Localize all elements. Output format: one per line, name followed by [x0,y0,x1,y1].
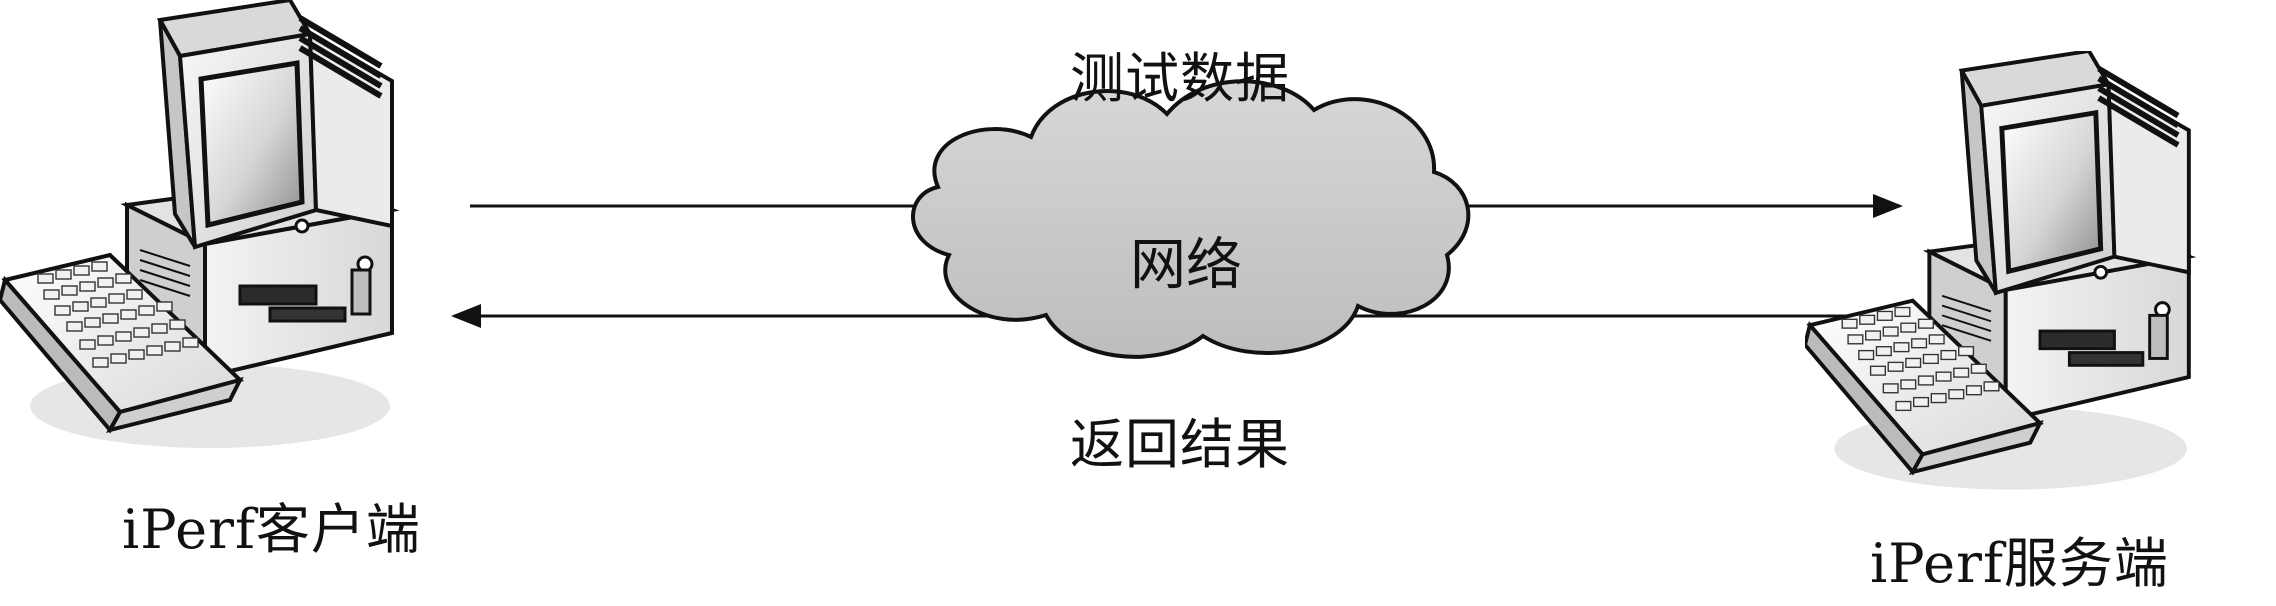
network-cloud [911,79,1471,359]
server-label: iPerf服务端 [1870,532,2169,595]
test-data-label: 测试数据 [1070,47,1290,110]
client-computer-icon [0,0,392,448]
client-label: iPerf客户端 [122,498,421,561]
server-computer-icon [1805,51,2189,490]
network-label: 网络 [1130,233,1242,298]
return-result-label: 返回结果 [1070,413,1290,476]
